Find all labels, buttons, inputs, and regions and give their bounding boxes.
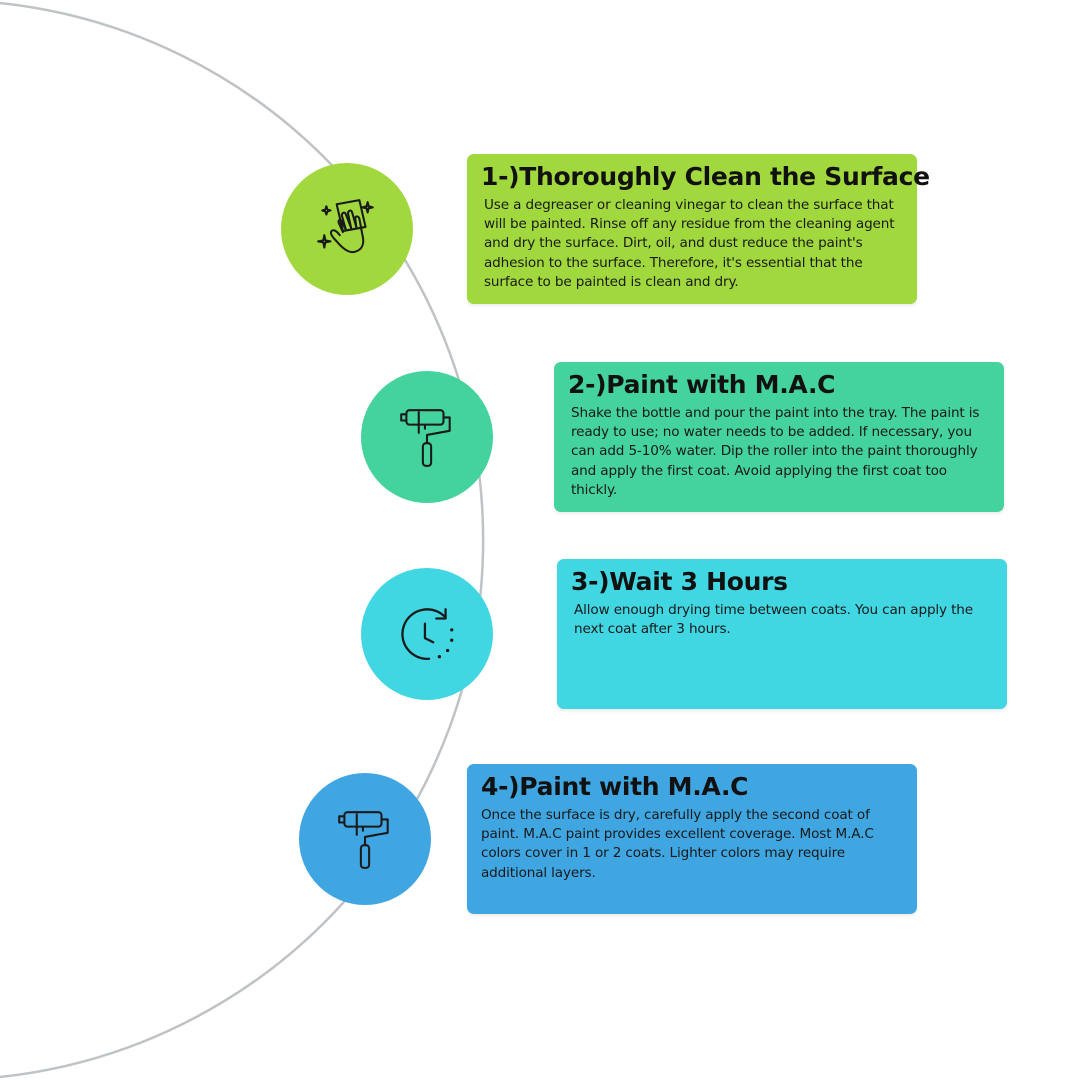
step-2-title: 2-)Paint with M.A.C <box>568 370 836 399</box>
step-1-card: 1-)Thoroughly Clean the Surface Use a de… <box>467 154 930 304</box>
step-3-icon-circle <box>361 568 493 700</box>
step-4-icon-circle <box>299 773 431 905</box>
cleaning-cloth-hand-icon <box>317 199 374 254</box>
step-4-title: 4-)Paint with M.A.C <box>481 772 749 801</box>
step-1-title: 1-)Thoroughly Clean the Surface <box>481 162 930 191</box>
step-4-card: 4-)Paint with M.A.C Once the surface is … <box>467 764 917 914</box>
clock-timer-icon <box>401 608 454 660</box>
step-1-description: Use a degreaser or cleaning vinegar to c… <box>484 197 895 290</box>
step-2-card: 2-)Paint with M.A.C Shake the bottle and… <box>554 362 1004 512</box>
timeline-arc-line <box>0 1 485 1079</box>
step-2-description: Shake the bottle and pour the paint into… <box>571 405 980 498</box>
step-3-card: 3-)Wait 3 Hours Allow enough drying time… <box>557 559 1007 709</box>
step-2-icon-circle <box>361 371 493 503</box>
step-3-description: Allow enough drying time between coats. … <box>574 602 973 638</box>
step-4-description: Once the surface is dry, carefully apply… <box>481 807 874 881</box>
step-1-icon-circle <box>281 163 413 295</box>
paint-roller-icon <box>400 409 451 467</box>
paint-roller-icon <box>338 811 389 869</box>
step-3-title: 3-)Wait 3 Hours <box>571 567 788 596</box>
